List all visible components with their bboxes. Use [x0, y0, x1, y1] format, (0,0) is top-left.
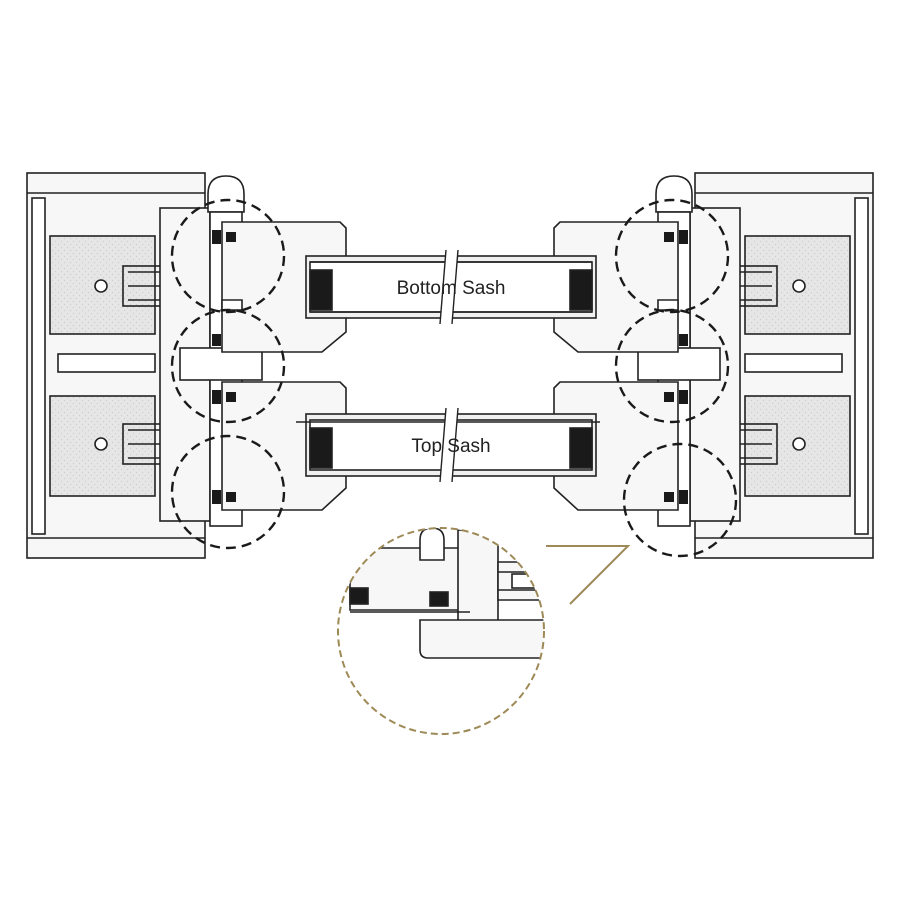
left-upper-pin	[94, 279, 108, 293]
detail-circle-right-top	[614, 198, 730, 314]
bottom-sash-label: Bottom Sash	[397, 278, 506, 299]
left-lower-pin	[94, 437, 108, 451]
left-seals	[212, 230, 236, 504]
detail-lower-rail	[419, 619, 544, 659]
detail-circle-left-bottom	[170, 434, 286, 550]
detail-magnifier-circle	[337, 527, 545, 735]
detail-circle-right-bottom	[622, 442, 738, 558]
left-head-bead	[207, 175, 245, 213]
bottom-sash-spacer-left	[309, 269, 333, 311]
left-parting-strip	[57, 353, 156, 373]
top-sash-spacer-right	[569, 427, 593, 469]
top-sash-spacer-left	[309, 427, 333, 469]
left-parting-bead	[179, 347, 263, 381]
dashed-detail-circles	[170, 198, 738, 558]
detail-circle-right-middle	[614, 308, 730, 424]
detail-seal	[429, 591, 449, 607]
left-upper-pulley-bracket	[122, 265, 164, 307]
detail-leader-line	[546, 545, 631, 605]
bottom-sash-spacer-right	[569, 269, 593, 311]
top-sash-label: Top Sash	[411, 436, 490, 457]
detail-circle-left-middle	[170, 308, 286, 424]
left-outer-lining	[31, 197, 46, 535]
detail-circle-left-top	[170, 198, 286, 314]
left-lower-pulley-bracket	[122, 423, 164, 465]
detail-callout	[337, 527, 631, 735]
detail-parting-bead	[457, 529, 499, 623]
right-jamb-group	[553, 172, 874, 559]
